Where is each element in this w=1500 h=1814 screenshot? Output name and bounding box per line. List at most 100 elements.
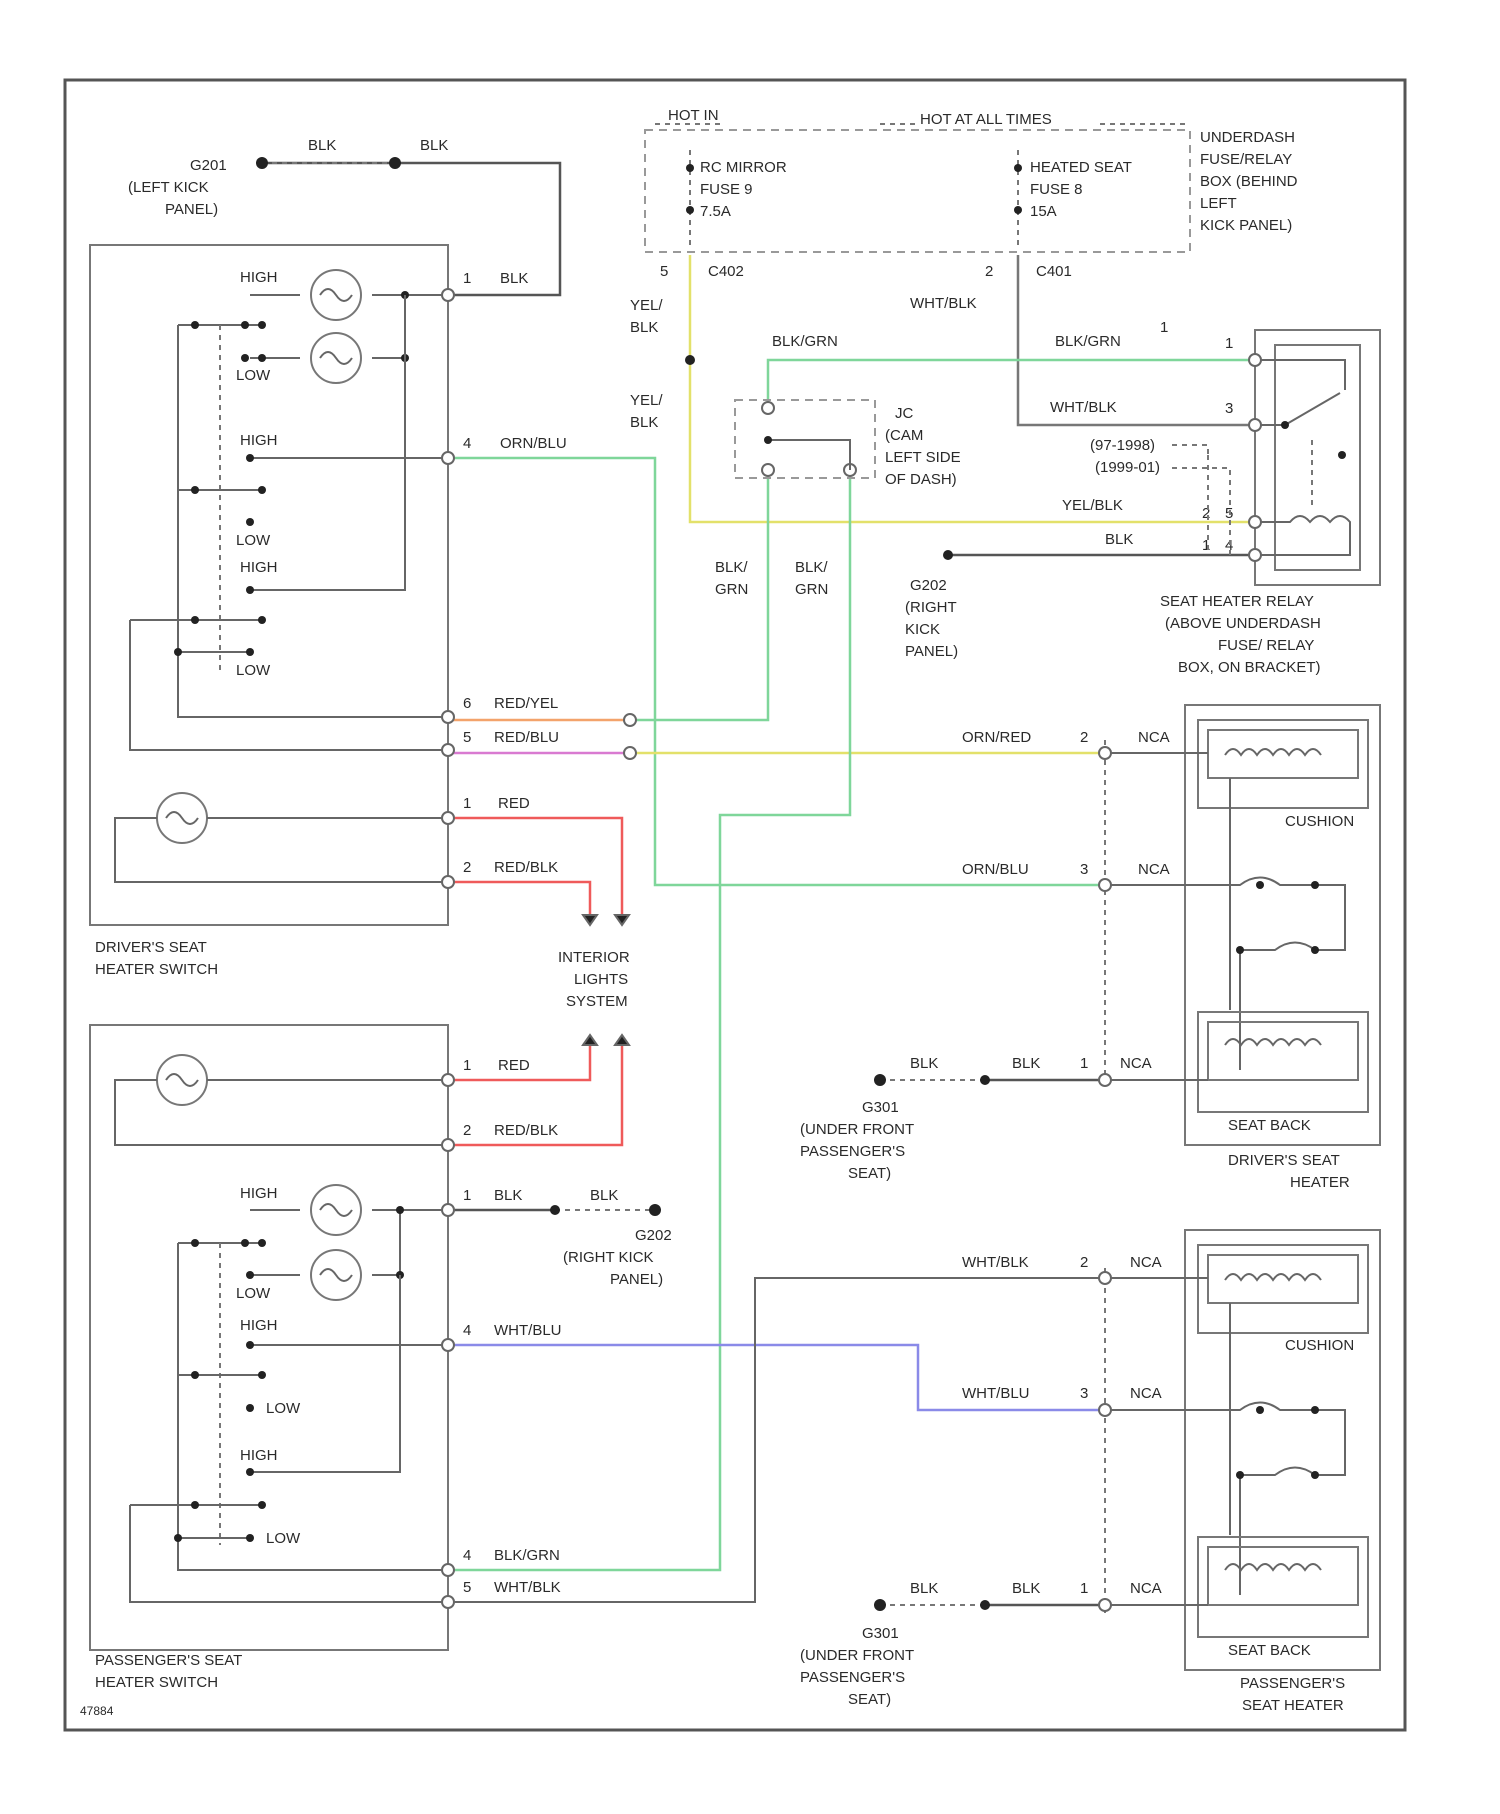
driver-heater-wire-blk-2: BLK <box>1012 1055 1040 1072</box>
relay-pin-1b: 1 <box>1225 335 1233 352</box>
ground-right-label-2: (RIGHT <box>905 599 957 616</box>
ground-seat2-label-3: PASSENGER'S <box>800 1669 905 1686</box>
wire-label-wht-blk-relay: WHT/BLK <box>1050 399 1117 416</box>
ground-seat1-label-4: SEAT) <box>848 1165 891 1182</box>
fuse-b-label-2: FUSE 8 <box>1030 181 1083 198</box>
fuse-a-label-2: FUSE 9 <box>700 181 753 198</box>
driver-switch-label-1: DRIVER'S SEAT <box>95 939 207 956</box>
driver-wire-red-blk: RED/BLK <box>494 859 558 876</box>
wire-label-wht-blk-fuse: WHT/BLK <box>910 295 977 312</box>
relay-pin-3: 3 <box>1225 400 1233 417</box>
passenger-heater-label-2: SEAT HEATER <box>1242 1697 1344 1714</box>
relay-label-3: FUSE/ RELAY <box>1218 637 1314 654</box>
fuse-a-label-3: 7.5A <box>700 203 731 220</box>
passenger-pin-1: 1 <box>463 1057 471 1074</box>
fuse-a-connector: C402 <box>708 263 744 280</box>
wire-label-blk-grn-jc1a: BLK/ <box>715 559 748 576</box>
fuse-b-pin: 2 <box>985 263 993 280</box>
driver-seat-back-label: SEAT BACK <box>1228 1117 1311 1134</box>
passenger-heater-wire-wht-blk: WHT/BLK <box>962 1254 1029 1271</box>
relay-label-4: BOX, ON BRACKET) <box>1178 659 1321 676</box>
passenger-heater-pin-3: 3 <box>1080 1385 1088 1402</box>
relay-pin-1c: 1 <box>1202 537 1210 554</box>
wire-label-blk-grn-jc2a: BLK/ <box>795 559 828 576</box>
interior-lights-label-2: LIGHTS <box>574 971 628 988</box>
driver-heater-wire-blk-1: BLK <box>910 1055 938 1072</box>
driver-high-label-3: HIGH <box>240 559 278 576</box>
relay-note-1: (97-1998) <box>1090 437 1155 454</box>
driver-pin-6: 6 <box>463 695 471 712</box>
passenger-heater-nca-3: NCA <box>1130 1580 1162 1597</box>
passenger-seat-heater-switch: HIGH LOW HIGH LOW HIGH LOW 1 RED 2 RED/B… <box>90 1025 672 1691</box>
relay-pin-2: 2 <box>1202 505 1210 522</box>
passenger-heater-wire-wht-blu: WHT/BLU <box>962 1385 1030 1402</box>
driver-high-label-1: HIGH <box>240 269 278 286</box>
hot-in-label: HOT IN <box>668 107 719 124</box>
fuse-b-label-3: 15A <box>1030 203 1057 220</box>
passenger-low-label-3: LOW <box>266 1530 301 1547</box>
driver-pin-4: 4 <box>463 435 471 452</box>
wire-label-blk-relay: BLK <box>1105 531 1133 548</box>
jc-label-1: JC <box>895 405 914 422</box>
interior-lights-label-3: SYSTEM <box>566 993 628 1010</box>
passenger-wire-blk-2: BLK <box>590 1187 618 1204</box>
driver-wire-orn-blu: ORN/BLU <box>500 435 567 452</box>
wire-label-blk-grn-jc1b: GRN <box>715 581 748 598</box>
passenger-wire-red-blk: RED/BLK <box>494 1122 558 1139</box>
wire-label-blk-grn-jc2b: GRN <box>795 581 828 598</box>
fuse-relay-box: HOT IN HOT AT ALL TIMES UNDERDASH FUSE/R… <box>645 107 1298 280</box>
passenger-wire-red: RED <box>498 1057 530 1074</box>
figure-code: 47884 <box>80 1704 114 1718</box>
passenger-heater-wire-blk-1: BLK <box>910 1580 938 1597</box>
ground-seat2-label-1: G301 <box>862 1625 899 1642</box>
jc-label-2: (CAM <box>885 427 923 444</box>
fuse-b-connector: C401 <box>1036 263 1072 280</box>
ground-left-label-1: G201 <box>190 157 227 174</box>
fuse-box-label-2: FUSE/RELAY <box>1200 151 1292 168</box>
wire-label-blk-grn-relay: BLK/GRN <box>1055 333 1121 350</box>
passenger-seat-heater: CUSHION SEAT BACK WHT/BLK 2 NCA WHT/BLU … <box>800 1230 1380 1714</box>
fuse-box-label-4: LEFT <box>1200 195 1237 212</box>
ground-right-label-1: G202 <box>910 577 947 594</box>
ground-right2-label-1: G202 <box>635 1227 672 1244</box>
ground-seat1-label-2: (UNDER FRONT <box>800 1121 914 1138</box>
passenger-pin-4b: 4 <box>463 1547 471 1564</box>
driver-pin-2: 2 <box>463 859 471 876</box>
fuse-box-label-5: KICK PANEL) <box>1200 217 1292 234</box>
ground-left-label-3: PANEL) <box>165 201 218 218</box>
fuse-a-label-1: RC MIRROR <box>700 159 787 176</box>
passenger-switch-label-2: HEATER SWITCH <box>95 1674 218 1691</box>
passenger-wire-blk-grn: BLK/GRN <box>494 1547 560 1564</box>
jc-label-4: OF DASH) <box>885 471 957 488</box>
passenger-pin-2: 2 <box>463 1122 471 1139</box>
driver-heater-pin-2: 2 <box>1080 729 1088 746</box>
driver-heater-nca-1: NCA <box>1138 729 1170 746</box>
fuse-a-pin: 5 <box>660 263 668 280</box>
ground-seat2-label-2: (UNDER FRONT <box>800 1647 914 1664</box>
interior-lights-system: INTERIOR LIGHTS SYSTEM <box>558 915 630 1045</box>
driver-wire-red-yel: RED/YEL <box>494 695 558 712</box>
driver-heater-pin-1: 1 <box>1080 1055 1088 1072</box>
fuse-box-label-1: UNDERDASH <box>1200 129 1295 146</box>
passenger-heater-nca-1: NCA <box>1130 1254 1162 1271</box>
driver-low-label-1: LOW <box>236 367 271 384</box>
driver-heater-nca-2: NCA <box>1138 861 1170 878</box>
passenger-pin-1b: 1 <box>463 1187 471 1204</box>
passenger-high-label-1: HIGH <box>240 1185 278 1202</box>
wire-label-yel-blk-2a: YEL/ <box>630 392 663 409</box>
ground-right-label-3: KICK <box>905 621 940 638</box>
driver-cushion-label: CUSHION <box>1285 813 1354 830</box>
driver-pin-5: 5 <box>463 729 471 746</box>
ground-right-label-4: PANEL) <box>905 643 958 660</box>
driver-pin-1: 1 <box>463 270 471 287</box>
ground-right2-label-2: (RIGHT KICK <box>563 1249 654 1266</box>
driver-wire-red-blu: RED/BLU <box>494 729 559 746</box>
driver-low-label-2: LOW <box>236 532 271 549</box>
passenger-pin-5: 5 <box>463 1579 471 1596</box>
wire-label-blk-2: BLK <box>420 137 448 154</box>
driver-heater-label-2: HEATER <box>1290 1174 1350 1191</box>
driver-heater-wire-orn-red: ORN/RED <box>962 729 1031 746</box>
passenger-heater-nca-2: NCA <box>1130 1385 1162 1402</box>
relay-label-1: SEAT HEATER RELAY <box>1160 593 1314 610</box>
